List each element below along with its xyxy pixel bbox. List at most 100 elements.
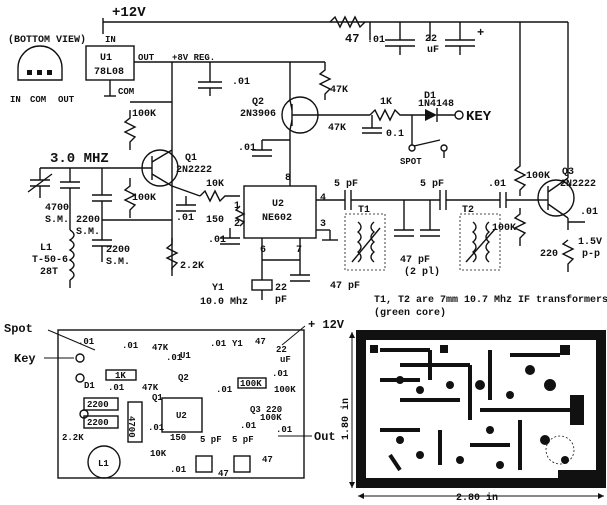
supply-rail: +12V [102, 5, 521, 160]
lay-r100k-c: 100K [260, 413, 282, 423]
lay-l1: L1 [98, 459, 109, 469]
pin6-label: 6 [260, 245, 266, 256]
pin-out-label: OUT [58, 95, 75, 105]
t2-ref: T2 [462, 205, 474, 216]
lay-q2: Q2 [178, 373, 189, 383]
c01-key-label: 0.1 [386, 129, 404, 140]
r47k-b-label: 47K [328, 123, 346, 134]
q2-keying: 47K Q2 2N3906 47K 1K 0.1 KEY D1 1N4148 S… [238, 61, 492, 175]
pin-com-label: COM [30, 95, 46, 105]
lay-r10k: 10K [150, 449, 167, 459]
c01-top-label: .01 [367, 35, 385, 46]
c22-label: 22 [425, 34, 437, 45]
c47pf-b-note: (2 pl) [404, 266, 440, 278]
lay-r47: 47 [255, 337, 266, 347]
lay-u1: U1 [180, 351, 191, 361]
key-label: KEY [466, 109, 492, 125]
pin7-label: 7 [296, 245, 302, 256]
lay-c01-h: .01 [240, 421, 257, 431]
pcb-artwork: 1.80 in 2.80 in [340, 330, 606, 504]
c5pf-a-label: 5 pF [334, 179, 358, 190]
y1-ref: Y1 [212, 283, 224, 294]
pcb-width-dimension: 2.80 in [358, 492, 604, 504]
r100k-a-label: 100K [132, 109, 156, 120]
pin2-label: 2 [234, 219, 240, 230]
lay-c5pf-b: 5 pF [232, 435, 254, 445]
u1-regulator: U1 78L08 IN OUT COM +8V REG. .01 [85, 35, 290, 270]
lay-c01-j: .01 [170, 465, 187, 475]
layout-key-label: Key [14, 352, 36, 366]
lay-r100k-a: 100K [240, 379, 262, 389]
r100k-b-label: 100K [132, 193, 156, 204]
lay-c2200-a: 2200 [87, 400, 109, 410]
u2-part: NE602 [262, 213, 292, 224]
pcb-height-dimension: 1.80 in [340, 332, 355, 488]
lay-c2200-b: 2200 [87, 418, 109, 428]
u1-out-pin: OUT [138, 53, 155, 63]
layout-out-label: Out [314, 430, 336, 444]
freq-label: 3.0 MHZ [50, 151, 109, 167]
c4700-type: S.M. [45, 215, 69, 226]
pin-in-label: IN [10, 95, 21, 105]
d1-part: 1N4148 [418, 99, 454, 110]
spot-label: SPOT [400, 157, 422, 167]
pin4-label: 4 [320, 193, 326, 204]
r2-2k-label: 2.2K [180, 261, 204, 272]
u1-ref: U1 [100, 53, 112, 64]
lay-c01-i: .01 [276, 425, 293, 435]
d1-ref: D1 [424, 91, 436, 102]
lay-c01-c: .01 [210, 339, 227, 349]
out-level: 1.5V [578, 237, 602, 248]
lay-r47-b: 47 [262, 455, 273, 465]
lay-r47-c: 47 [218, 469, 229, 479]
q3-amplifier: 100K 100K Q3 2N2222 .01 220 1.5V p-p [492, 21, 602, 272]
l1-ref: L1 [40, 243, 52, 254]
reg-out-label: +8V REG. [172, 53, 215, 63]
pin3-label: 3 [320, 219, 326, 230]
layout-spot-label: Spot [4, 322, 33, 336]
pin8-label: 8 [285, 173, 291, 184]
q1-ref: Q1 [185, 153, 197, 164]
lay-r100k-b: 100K [274, 385, 296, 395]
lay-c5pf-a: 5 pF [200, 435, 222, 445]
u2-mixer: U2 NE602 8 4 3 1 2 6 7 150 .01 Y1 10.0 M… [200, 173, 338, 308]
c5pf-b-label: 5 pF [420, 179, 444, 190]
u1-com-pin: COM [118, 87, 134, 97]
lay-c4700: 4700 [126, 416, 136, 438]
c22pf-label: 22 [275, 283, 287, 294]
layout-supply-label: + 12V [308, 318, 345, 332]
u2-ref: U2 [272, 199, 284, 210]
lay-d1: D1 [84, 381, 95, 391]
c01-t2-label: .01 [488, 179, 506, 190]
u1-part: 78L08 [94, 67, 124, 78]
lay-c01-d: .01 [108, 383, 125, 393]
q2-ref: Q2 [252, 97, 264, 108]
bottom-view-label: (BOTTOM VIEW) [8, 34, 86, 46]
r150-label: 150 [206, 215, 224, 226]
c2200-a-label: 2200 [76, 215, 100, 226]
out-level-unit: p-p [582, 249, 600, 260]
pcb-height-label: 1.80 in [340, 398, 352, 440]
parts-layout: Spot Key + 12V Out .01 .01 47K .01 U1 .0… [4, 318, 345, 479]
lay-u2: U2 [176, 411, 187, 421]
l1-turns: 28T [40, 267, 58, 278]
c47pf-a-label: 47 pF [330, 281, 360, 292]
lay-c01-e: .01 [272, 369, 289, 379]
plus-sign: + [477, 26, 484, 40]
r100k-q3b-label: 100K [492, 223, 516, 234]
lay-r1k: 1K [115, 371, 126, 381]
top-rc-filter: 47 .01 22 uF + [329, 15, 484, 56]
c4700-label: 4700 [45, 203, 69, 214]
supply-label: +12V [112, 5, 146, 21]
l1-core: T-50-6 [32, 255, 68, 266]
if-filter: 5 pF T1 47 pF 5 pF 47 pF (2 pl) T2 .01 [316, 179, 507, 292]
lay-q3: Q3 [250, 405, 261, 415]
c2200-b-type: S.M. [106, 257, 130, 268]
c01-out-label: .01 [580, 207, 598, 218]
lay-r150: 150 [170, 433, 186, 443]
lay-c01-a: .01 [122, 341, 139, 351]
u1-in-pin: IN [105, 35, 116, 45]
lay-q1: Q1 [152, 393, 163, 403]
